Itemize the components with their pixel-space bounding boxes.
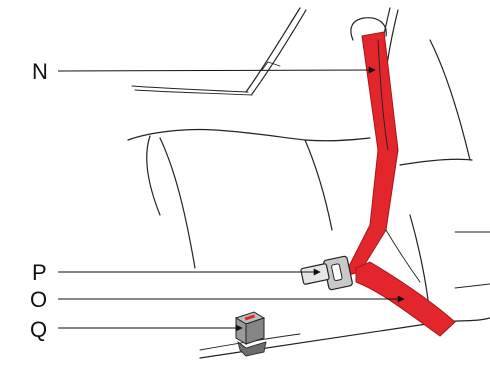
seat-belt-strap <box>343 31 456 337</box>
label-q: Q <box>30 317 47 342</box>
buckle-receiver <box>234 311 267 357</box>
buckle-tab <box>300 263 330 285</box>
label-n: N <box>32 59 48 84</box>
leader-lines <box>57 66 405 332</box>
buckle-slot <box>331 263 343 282</box>
lap-belt <box>355 261 456 337</box>
shoulder-belt <box>343 31 399 277</box>
leader-n <box>57 66 376 74</box>
receiver-red-marker <box>244 314 256 321</box>
receiver-side <box>245 317 265 345</box>
label-p: P <box>32 260 47 285</box>
door-frame-sketch <box>131 7 399 113</box>
label-o: O <box>30 287 47 312</box>
callout-labels: N P O Q <box>30 59 48 342</box>
receiver-base <box>237 341 267 357</box>
buckle-tongue <box>300 255 353 291</box>
